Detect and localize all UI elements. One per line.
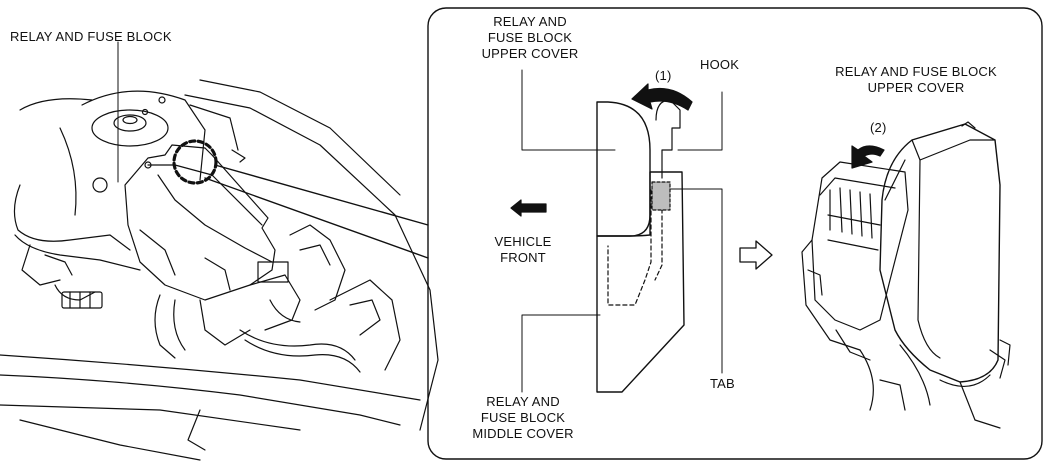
label-leaders — [521, 69, 723, 393]
label-step-2: (2) — [870, 120, 887, 135]
tab-shape — [651, 181, 671, 211]
label-vehicle-front: VEHICLE FRONT — [494, 234, 552, 265]
label-upper-cover-right: RELAY AND FUSE BLOCK UPPER COVER — [835, 64, 997, 95]
label-step-1: (1) — [655, 68, 672, 83]
upper-cover-section — [596, 99, 681, 237]
rotate-arrow-1 — [631, 83, 693, 111]
vehicle-front-arrow — [510, 199, 547, 217]
detail-callout-box — [427, 7, 1043, 460]
label-relay-and-fuse-block: RELAY AND FUSE BLOCK — [10, 29, 172, 44]
label-upper-cover-left: RELAY AND FUSE BLOCK UPPER COVER — [481, 14, 579, 61]
middle-cover-section — [596, 171, 685, 393]
label-tab: TAB — [710, 376, 735, 391]
removal-perspective-drawing — [801, 121, 1011, 429]
next-step-arrow — [739, 240, 773, 270]
engine-compartment-drawing — [0, 41, 439, 461]
label-hook: HOOK — [700, 57, 740, 72]
rotate-arrow-2 — [851, 145, 885, 169]
label-middle-cover: RELAY AND FUSE BLOCK MIDDLE COVER — [472, 394, 574, 441]
